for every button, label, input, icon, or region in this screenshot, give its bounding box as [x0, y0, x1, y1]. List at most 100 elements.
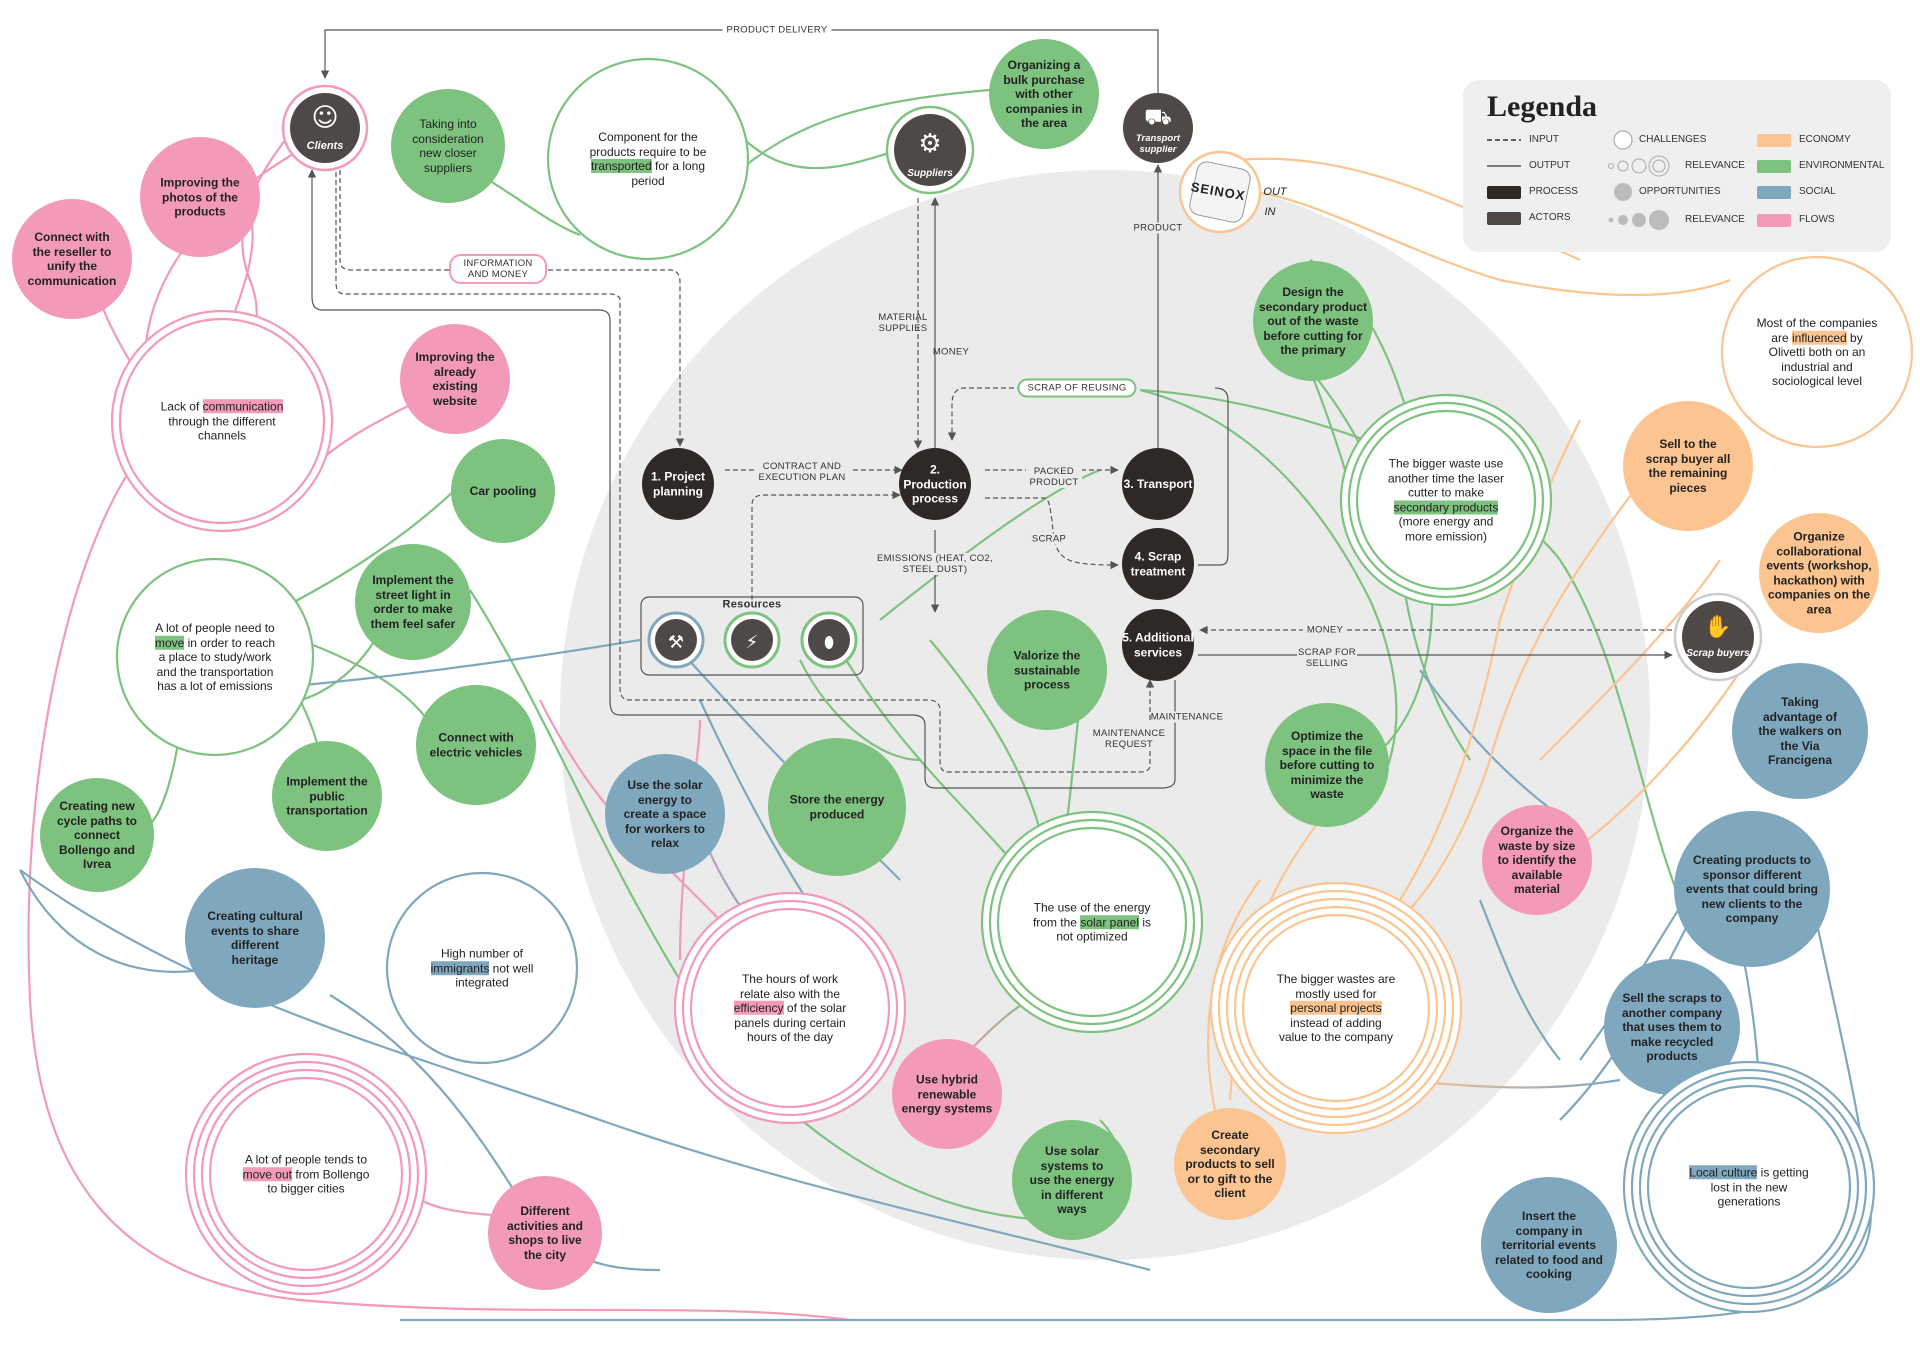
label-contract: CONTRACT AND EXECUTION PLAN [754, 461, 850, 483]
text-car-pooling: Car pooling [469, 483, 537, 498]
node-lack-communication-ring-1 [118, 317, 326, 525]
node-optimize-space [1265, 703, 1389, 827]
text-lack-communication: Lack of communication through the differ… [147, 399, 297, 443]
conn-maintenance [307, 169, 1176, 789]
immigrants-pre: High number of [440, 946, 524, 961]
flow-orange-4 [1539, 559, 1721, 761]
olivetti-post: by Olivetti both on an industrial and so… [1768, 330, 1866, 388]
process-circle-5 [1122, 609, 1194, 681]
label-emissions: EMISSIONS (HEAT, CO2, STEEL DUST) [870, 553, 1000, 575]
hours-post: of the solar panels during certain hours… [734, 1000, 847, 1044]
label-packed-product: PACKED PRODUCT [1026, 466, 1082, 488]
process-transport: 3. Transport [1123, 476, 1193, 491]
flow-green-19 [839, 649, 1021, 871]
solar-notopt-pre: The use of the energy from the [1032, 900, 1151, 929]
solar-notopt-hl: solar panel [1080, 914, 1140, 929]
node-different-activities [488, 1176, 602, 1290]
node-move-out-ring-3 [208, 1076, 404, 1272]
legend-symbols [1487, 130, 1670, 230]
text-create-secondary: Create secondary products to sell or to … [1185, 1127, 1275, 1200]
text-improving-photos: Improving the photos of the products [160, 175, 240, 219]
moveout-post: from Bollengo to bigger cities [267, 1166, 370, 1196]
legend-rel-c2 [1617, 160, 1629, 172]
legend-rel-c1 [1608, 163, 1614, 169]
legend-input: INPUT [1529, 134, 1559, 145]
text-personal-projects: The bigger wastes are mostly used for pe… [1276, 972, 1396, 1045]
node-territorial-events [1481, 1177, 1617, 1313]
text-store-energy: Store the energy produced [789, 792, 885, 822]
legend-flows-swatch [1757, 214, 1791, 227]
water-drop-icon: ⬮ [824, 633, 834, 652]
legend-opportunities: OPPORTUNITIES [1639, 186, 1721, 197]
label-scrap: SCRAP [1031, 533, 1067, 545]
actor-clients-label: Clients [306, 139, 344, 152]
flow-blue-2 [19, 869, 201, 973]
node-sell-scrap [1623, 401, 1753, 531]
node-sponsor-events [1674, 811, 1830, 967]
process-project-planning: 1. Project planning [650, 469, 706, 499]
personal-post: instead of adding value to the company [1278, 1015, 1394, 1044]
node-taking-suppliers [391, 89, 505, 203]
text-via-francigena: Taking advantage of the walkers on the V… [1758, 694, 1842, 767]
flow-green-14 [1139, 388, 1398, 801]
text-optimize-space: Optimize the space in the file before cu… [1279, 728, 1375, 801]
machine-icon: ⚙ [918, 129, 941, 159]
bigger-waste-post: (more energy and more emission) [1398, 514, 1494, 544]
legend-process: PROCESS [1529, 186, 1578, 197]
legend-rel-f3 [1632, 213, 1646, 227]
node-local-culture-ring-2 [1638, 1076, 1860, 1298]
legend-output: OUTPUT [1529, 160, 1571, 171]
olivetti-pre: Most of the companies are [1756, 315, 1878, 345]
node-hours-work-ring-2 [689, 907, 891, 1109]
node-personal-projects-ring-1 [1217, 889, 1455, 1127]
node-hours-work-ring-1 [681, 899, 899, 1117]
node-improving-website [400, 324, 510, 434]
conn-scrap-reuse-2 [947, 387, 1030, 441]
text-component: Component for the products require to be… [583, 130, 713, 188]
text-solar-relax: Use the solar energy to create a space f… [623, 777, 707, 850]
node-create-secondary [1174, 1108, 1286, 1220]
text-immigrants: High number of immigrants not well integ… [427, 946, 537, 990]
conn-maintenance-request [335, 170, 1151, 773]
node-solar-relax [605, 754, 725, 874]
conn-resources [751, 490, 901, 600]
node-organize-waste [1482, 805, 1592, 915]
process-circle-2 [899, 448, 971, 520]
text-local-culture: Local culture is getting lost in the new… [1684, 1165, 1814, 1209]
immigrants-hl: immigrants [430, 960, 490, 975]
resource-worker-icon [655, 619, 697, 661]
legend-flows: FLOWS [1799, 214, 1835, 225]
actor-suppliers [894, 114, 966, 186]
resources-label: Resources [718, 599, 786, 611]
conn-scrap-reuse [1198, 387, 1229, 566]
label-material-supplies: MATERIAL SUPPLIES [878, 312, 928, 334]
legend-actors: ACTORS [1529, 212, 1571, 223]
node-personal-projects-ring-3 [1233, 905, 1439, 1111]
personal-pre: The bigger wastes are mostly used for [1276, 971, 1396, 1001]
text-bulk-purchase: Organizing a bulk purchase with other co… [1003, 57, 1085, 130]
label-product: PRODUCT [1131, 222, 1185, 234]
text-collab-events: Organize collaborational events (worksho… [1766, 529, 1872, 617]
legend-economy-swatch [1757, 134, 1791, 147]
node-sell-scraps-company [1604, 959, 1740, 1095]
resource-water-icon [808, 619, 850, 661]
actor-scrap-buyers-label: Scrap buyers [1686, 647, 1750, 659]
hours-hl: efficiency [733, 1000, 784, 1015]
text-hybrid: Use hybrid renewable energy systems [901, 1072, 993, 1116]
node-olivetti [1720, 255, 1914, 449]
flow-orange-3 [1399, 469, 1651, 921]
flow-green-11 [929, 639, 1042, 831]
label-information-money: INFORMATION AND MONEY [449, 254, 547, 284]
text-solar-not-optimized: The use of the energy from the solar pan… [1032, 900, 1152, 944]
local-culture-post: is getting lost in the new generations [1710, 1165, 1809, 1209]
node-bigger-waste-ring-2 [1355, 409, 1537, 591]
legend-rel-f1 [1608, 217, 1614, 223]
local-culture-hl: Local culture [1689, 1165, 1758, 1180]
text-organize-waste: Organize the waste by size to identify t… [1497, 823, 1577, 896]
text-street-light: Implement the street light in order to m… [370, 573, 456, 631]
legend-environmental: ENVIRONMENTAL [1799, 160, 1885, 171]
legend-rel-c4 [1648, 155, 1670, 177]
hand-coin-icon: ✋ [1704, 614, 1731, 640]
moveout-pre: A lot of people tends to [244, 1152, 368, 1167]
node-store-energy [768, 738, 906, 876]
